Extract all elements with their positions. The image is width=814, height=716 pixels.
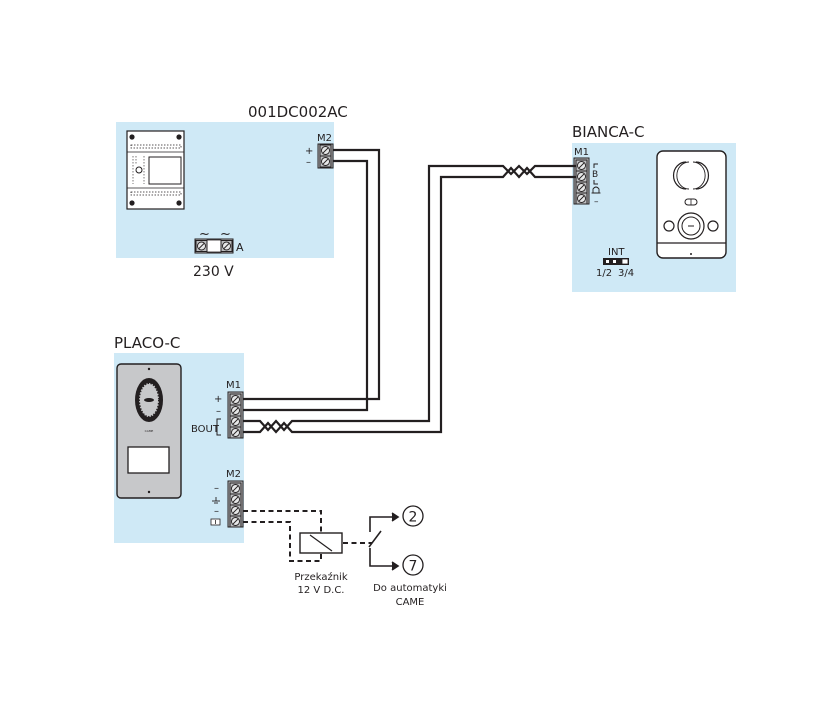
relay-label-line1: Przekaźnik (294, 571, 347, 583)
jumper-position-right: 3/4 (618, 268, 634, 279)
ground-icon (212, 497, 220, 504)
lock-output-icon (210, 518, 221, 526)
output-arrow-2 (369, 516, 395, 532)
din-rail-device-icon (126, 130, 185, 210)
voltage-label: 230 V (193, 264, 234, 280)
bus-wires (243, 148, 576, 434)
door-panel-m2-minus2: – (214, 506, 219, 517)
bell-icon (591, 186, 601, 194)
handset-device-icon (656, 150, 727, 259)
wire-relay-coil-b (243, 521, 322, 562)
handset-b-label: B (592, 170, 598, 180)
svg-text:7: 7 (409, 559, 418, 575)
ac-input-terminal (194, 238, 234, 254)
outputs-label-line2: CAME (396, 597, 425, 608)
handset-m1-label: M1 (574, 147, 589, 158)
power-supply-plus-label: + (305, 146, 313, 157)
wire-relay-coil-a (243, 510, 322, 533)
handset-m1-terminal (573, 157, 590, 205)
output-terminal-2: 2 (402, 505, 424, 527)
int-jumper-label: INT (608, 247, 625, 258)
output-arrow-7 (369, 548, 395, 567)
wire-power-plus (243, 148, 381, 401)
door-panel-device-icon: CAME (116, 363, 182, 499)
wire-power-minus (243, 159, 369, 412)
door-panel-m2-minus1: – (214, 483, 219, 494)
door-panel-m1-minus: – (216, 406, 221, 417)
svg-text:2: 2 (409, 510, 418, 526)
output-terminal-7: 7 (402, 554, 424, 576)
ac-symbol-left: ~ (199, 227, 210, 242)
door-panel-unit: PLACO-C CAME M1 + – BOUT M2 – (114, 334, 244, 543)
relay-coil-icon (299, 532, 343, 554)
power-supply-m2-terminal (317, 143, 334, 169)
handset-minus-label: – (594, 197, 599, 207)
wire-handset-line1 (243, 164, 576, 432)
door-panel-m2-label: M2 (226, 469, 241, 480)
outputs-label-line1: Do automatyki (373, 583, 447, 594)
power-supply-unit: 001DC002AC M2 + – ~ ~ (116, 103, 348, 280)
door-panel-bout-label: BOUT (191, 424, 220, 435)
door-panel-m1-plus: + (214, 394, 222, 405)
relay-wiring (243, 510, 372, 562)
handset-unit: BIANCA-C M1 B – INT 1/2 3/4 (572, 123, 736, 292)
ac-symbol-right: ~ (220, 227, 231, 242)
relay-label-line2: 12 V D.C. (298, 585, 345, 596)
door-panel-m2-terminal (227, 480, 244, 528)
handset-title: BIANCA-C (572, 123, 645, 141)
int-jumper[interactable] (603, 258, 629, 265)
ac-terminal-a-label: A (236, 241, 244, 254)
door-panel-m1-label: M1 (226, 380, 241, 391)
relay-contact (368, 512, 400, 571)
power-supply-m2-label: M2 (317, 133, 332, 144)
door-panel-brand: CAME (145, 429, 154, 433)
jumper-position-left: 1/2 (596, 268, 612, 279)
door-panel-m1-terminal (227, 391, 244, 439)
power-supply-minus-label: – (306, 157, 311, 168)
power-supply-title: 001DC002AC (248, 103, 348, 121)
door-panel-title: PLACO-C (114, 334, 180, 352)
wire-handset-line2 (243, 166, 576, 434)
